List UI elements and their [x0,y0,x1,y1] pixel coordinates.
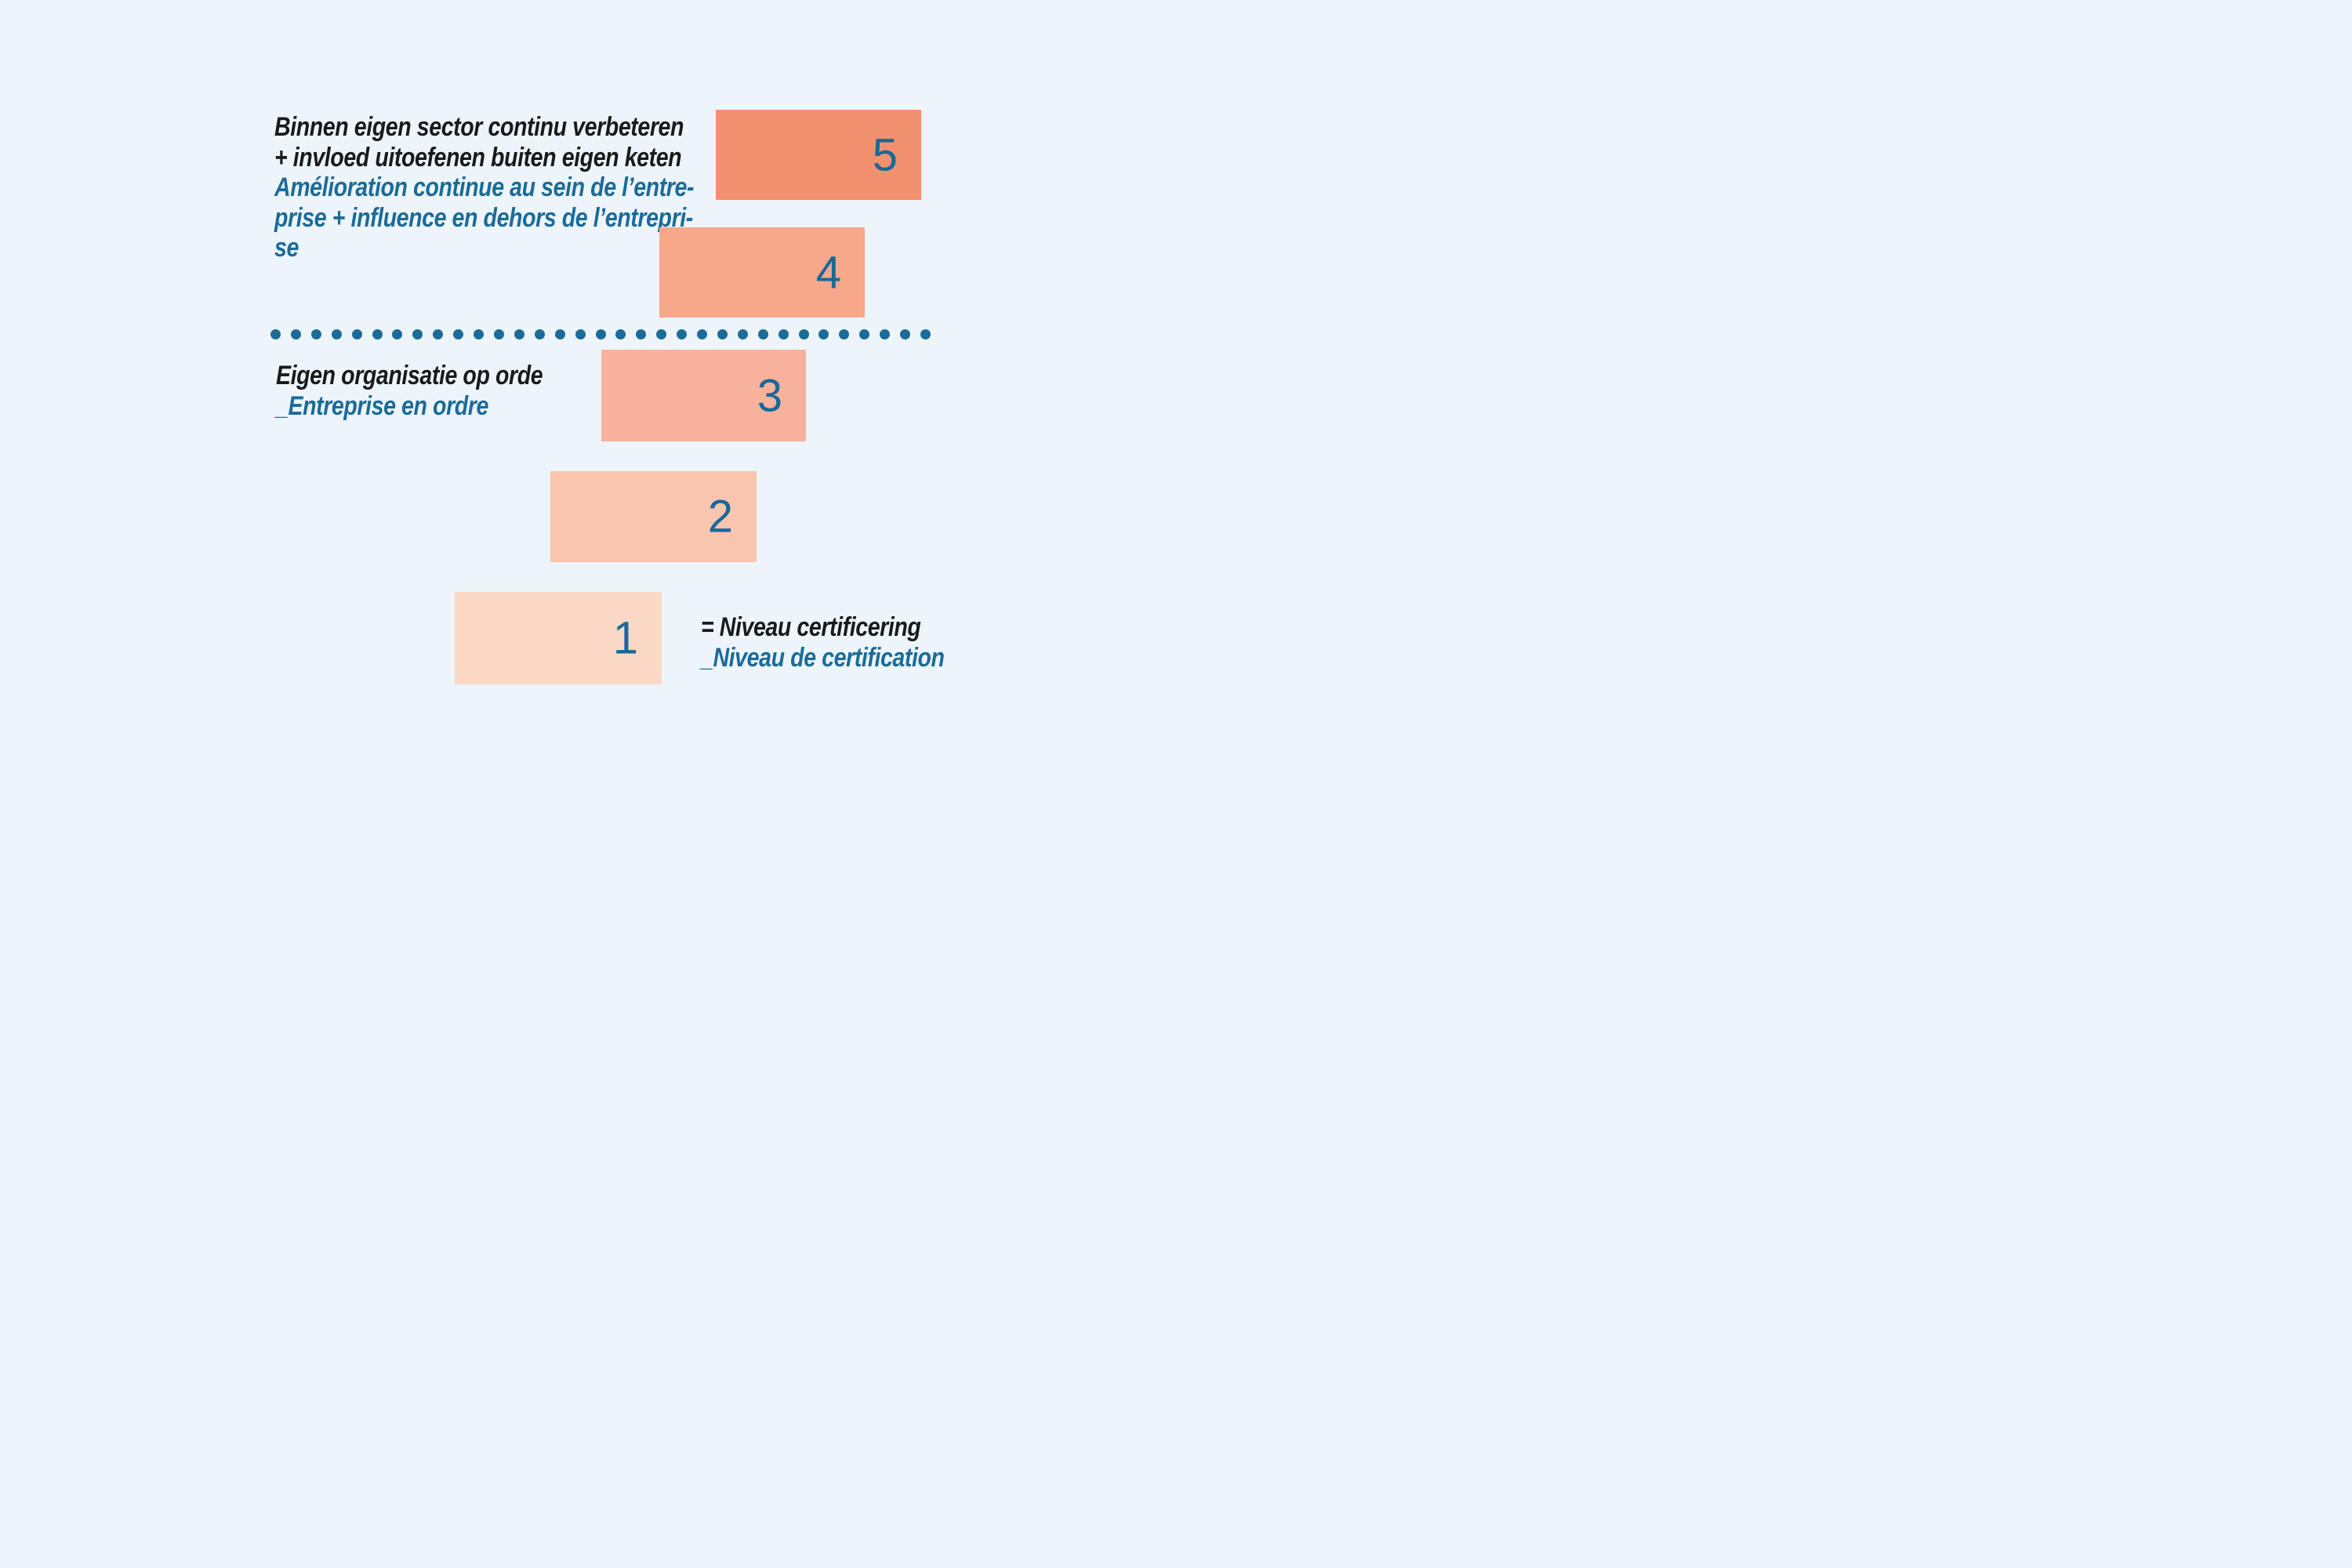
divider-dotted-line [270,329,931,339]
divider-dot [717,329,728,339]
divider-dot [474,329,485,339]
divider-dot [798,329,809,339]
step-number-4: 4 [815,247,841,298]
step-number-5: 5 [872,129,898,180]
divider-dot [514,329,524,339]
upper-description-dutch-line1: Binnen eigen sector continu verbeteren [274,112,684,142]
divider-dot [656,329,667,339]
divider-dot [453,329,464,339]
divider-dot [290,329,301,339]
divider-dot [534,329,545,339]
ladder-step-1: 1 [455,592,662,684]
ladder-step-4: 4 [659,227,865,318]
divider-dot [493,329,504,339]
upper-description-french-line1: Amélioration continue au sein de l’entre… [274,172,695,202]
divider-dot [677,329,688,339]
divider-dot [920,329,931,339]
mid-description-french: _Entreprise en ordre [276,390,488,421]
divider-dot [554,329,565,339]
divider-dot [433,329,444,339]
step-number-2: 2 [707,491,733,543]
ladder-step-5: 5 [716,110,921,200]
divider-dot [412,329,423,339]
divider-dot [737,329,748,339]
divider-dot [595,329,606,339]
ladder-step-2: 2 [550,471,757,562]
divider-dot [575,329,586,339]
divider-dot [839,329,850,339]
legend-french: _Niveau de certification [701,642,945,673]
legend-dutch: = Niveau certificering [701,612,921,642]
divider-dot [615,329,626,339]
divider-dot [818,329,829,339]
divider-dot [757,329,768,339]
divider-dot [778,329,789,339]
divider-dot [310,329,321,339]
ladder-step-3: 3 [601,350,806,441]
certification-level-legend: = Niveau certificering _Niveau de certif… [701,612,945,673]
divider-dot [900,329,911,339]
upper-level-description: Binnen eigen sector continu verbeteren +… [274,112,694,263]
upper-description-french-line2: prise + influence en dehors de l’entrepr… [274,202,693,233]
step-number-1: 1 [612,612,638,664]
upper-description-dutch-line2: + invloed uitoefenen buiten eigen keten [274,142,682,172]
mid-level-description: Eigen organisatie op orde _Entreprise en… [276,361,543,421]
divider-dot [859,329,870,339]
step-number-3: 3 [757,370,782,421]
divider-dot [880,329,891,339]
divider-dot [392,329,403,339]
divider-dot [351,329,362,339]
certification-ladder-diagram: Binnen eigen sector continu verbeteren +… [0,0,1176,784]
divider-dot [270,329,281,339]
mid-description-dutch: Eigen organisatie op orde [276,361,543,390]
divider-dot [697,329,708,339]
upper-description-french-line3: se [274,233,299,263]
divider-dot [331,329,342,339]
divider-dot [636,329,647,339]
divider-dot [372,329,383,339]
